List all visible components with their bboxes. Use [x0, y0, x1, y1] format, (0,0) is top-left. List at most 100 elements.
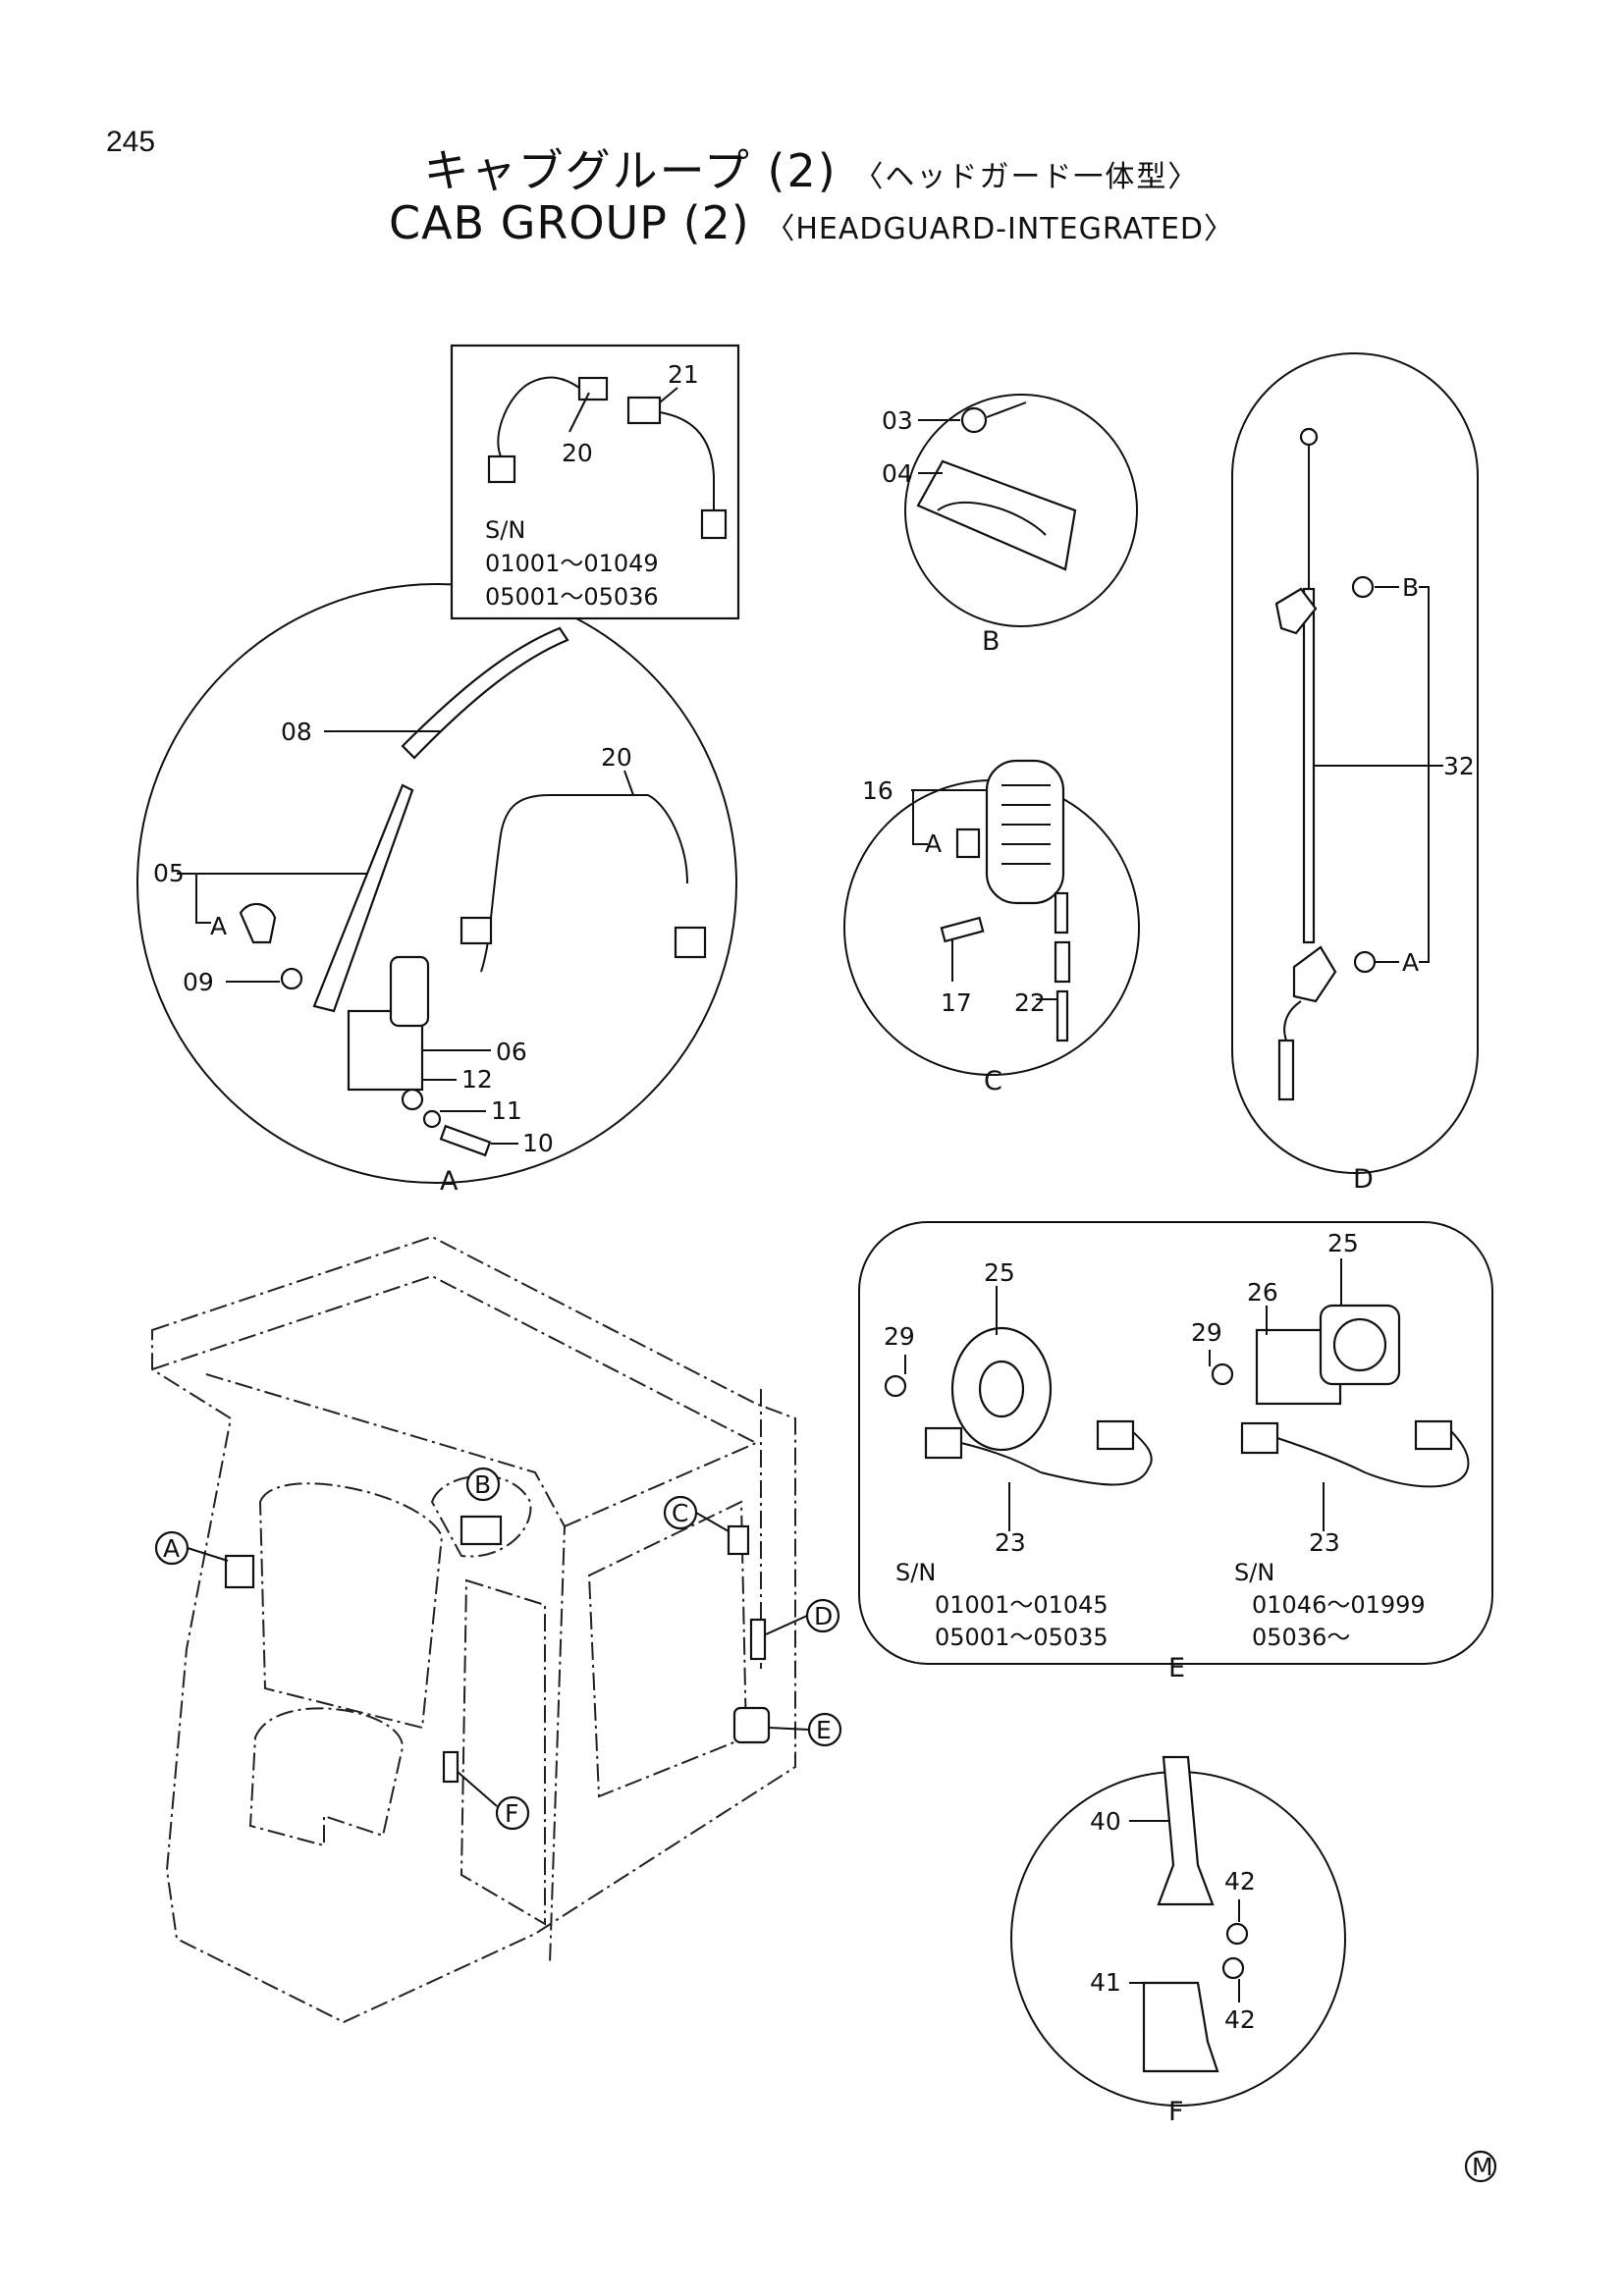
antenna-plug [1277, 1039, 1295, 1101]
detail-d-frame [1231, 352, 1479, 1174]
cab-door-window [460, 1578, 546, 1926]
bolt-42-upper [1225, 1922, 1249, 1946]
detail-e-label: E [1168, 1653, 1185, 1683]
label-20: 20 [601, 743, 632, 772]
page-title-english: CAB GROUP (2) 〈HEADGUARD-INTEGRATED〉 [0, 196, 1623, 249]
connector-inset-b [487, 454, 516, 484]
callout-b-d: B [1402, 573, 1419, 602]
connector-23-right-b [1414, 1419, 1453, 1451]
inset-sn-range2: 05001～05036 [485, 583, 659, 611]
leader-cab-a [187, 1547, 229, 1562]
bolt-10 [439, 1124, 492, 1157]
callout-a-16: A [925, 829, 942, 858]
label-23-left: 23 [995, 1528, 1026, 1557]
callout-a-05: A [210, 912, 227, 940]
callout-cab-e: E [816, 1716, 832, 1744]
cab-speaker [732, 1706, 771, 1744]
fuse-22 [1054, 940, 1071, 984]
label-05: 05 [153, 859, 185, 887]
cab-front-edge [205, 1373, 567, 1964]
detail-f-label: F [1168, 2097, 1184, 2127]
maker-mark: M [1472, 2153, 1493, 2181]
label-16: 16 [862, 776, 893, 805]
screw-03 [960, 406, 988, 434]
label-42-lower: 42 [1224, 2005, 1256, 2034]
leader-cab-d [765, 1615, 808, 1635]
page-title-japanese: キャブグループ (2) 〈ヘッドガード一体型〉 [0, 135, 1623, 200]
label-12: 12 [461, 1065, 493, 1094]
wire-22-b [1055, 989, 1069, 1042]
leader-20 [623, 770, 634, 796]
label-06: 06 [496, 1038, 527, 1066]
leader-cab-e [768, 1727, 810, 1731]
maker-mark-circle [1464, 2150, 1497, 2183]
connector-20-a [460, 916, 493, 945]
leader-cab-c [695, 1512, 730, 1532]
connector-21 [626, 396, 662, 425]
label-03: 03 [882, 406, 913, 435]
cab-main-view: A B C D E F [151, 1235, 842, 2024]
speaker-right-sn-label: S/N [1234, 1559, 1274, 1586]
antenna-clamp-upper [1274, 587, 1318, 635]
cab-antenna-base [749, 1618, 767, 1661]
callout-circle-f [495, 1795, 530, 1831]
detail-e-frame [858, 1221, 1493, 1665]
bracket-32 [1419, 586, 1430, 963]
cab-lever [442, 1750, 460, 1784]
label-23-right: 23 [1309, 1528, 1340, 1557]
detail-b-lamp: 03 04 B [882, 394, 1138, 657]
bolt-42-lower [1221, 1956, 1245, 1980]
detail-b-circle [904, 394, 1138, 627]
label-29-right: 29 [1191, 1318, 1222, 1347]
label-09: 09 [183, 968, 214, 996]
lever-40 [1157, 1755, 1215, 1906]
label-17: 17 [941, 988, 972, 1017]
lamp-04 [916, 459, 1077, 571]
label-21: 21 [668, 360, 699, 389]
wiper-clip [239, 902, 277, 944]
leader-05 [177, 873, 211, 924]
wiper-blade-08 [401, 626, 569, 760]
speaker-left-sn-range2: 05001～05035 [935, 1624, 1109, 1651]
harness-20 [480, 794, 688, 973]
speaker-cone-left [978, 1360, 1025, 1418]
detail-f-lever: 40 41 42 42 F [1010, 1755, 1346, 2127]
speaker-left-sn-label: S/N [895, 1559, 936, 1586]
cab-roof-edge [151, 1274, 757, 1444]
speaker-left-sn-range1: 01001～01045 [935, 1591, 1109, 1619]
callout-cab-a: A [163, 1534, 180, 1563]
callout-cab-b: B [474, 1470, 491, 1499]
antenna-cable [1283, 1000, 1302, 1041]
cab-speaker-cover [727, 1524, 750, 1556]
detail-e-speakers: 25 29 23 S/N 01001～01045 05001～05035 26 … [858, 1221, 1493, 1683]
label-41: 41 [1090, 1968, 1121, 1997]
label-11: 11 [491, 1096, 522, 1125]
cab-room-lamp [460, 1515, 503, 1546]
detail-d-antenna: B A 32 D [1231, 352, 1479, 1195]
callout-cab-f: F [505, 1799, 518, 1828]
inset-sn-range1: 01001～01049 [485, 550, 659, 577]
harness-21 [659, 411, 715, 477]
label-10: 10 [522, 1129, 554, 1157]
speaker-right-sn-range2: 05036～ [1252, 1624, 1350, 1651]
part-16-housing [985, 759, 1065, 905]
inset-sn-label: S/N [485, 516, 525, 544]
detail-b-label: B [982, 626, 1001, 657]
harness-23-right [1276, 1427, 1470, 1488]
label-25-left: 25 [984, 1258, 1015, 1287]
label-25-right: 25 [1327, 1229, 1359, 1257]
label-32: 32 [1443, 752, 1475, 780]
antenna-rod-32 [1302, 587, 1316, 944]
connector-21-end [700, 508, 728, 540]
label-08: 08 [281, 718, 312, 746]
title-en-sub: 〈HEADGUARD-INTEGRATED〉 [765, 212, 1235, 246]
wiper-motor-body [389, 955, 430, 1028]
detail-a-label: A [440, 1166, 459, 1197]
callout-circle-b [465, 1467, 501, 1502]
detail-d-label: D [1353, 1164, 1374, 1195]
connector-23-left-b [1096, 1419, 1135, 1451]
page-number: 245 [106, 126, 156, 158]
harness-20-inset [497, 376, 580, 457]
callout-a-d: A [1402, 948, 1419, 977]
connector-23-left-a [924, 1426, 963, 1460]
